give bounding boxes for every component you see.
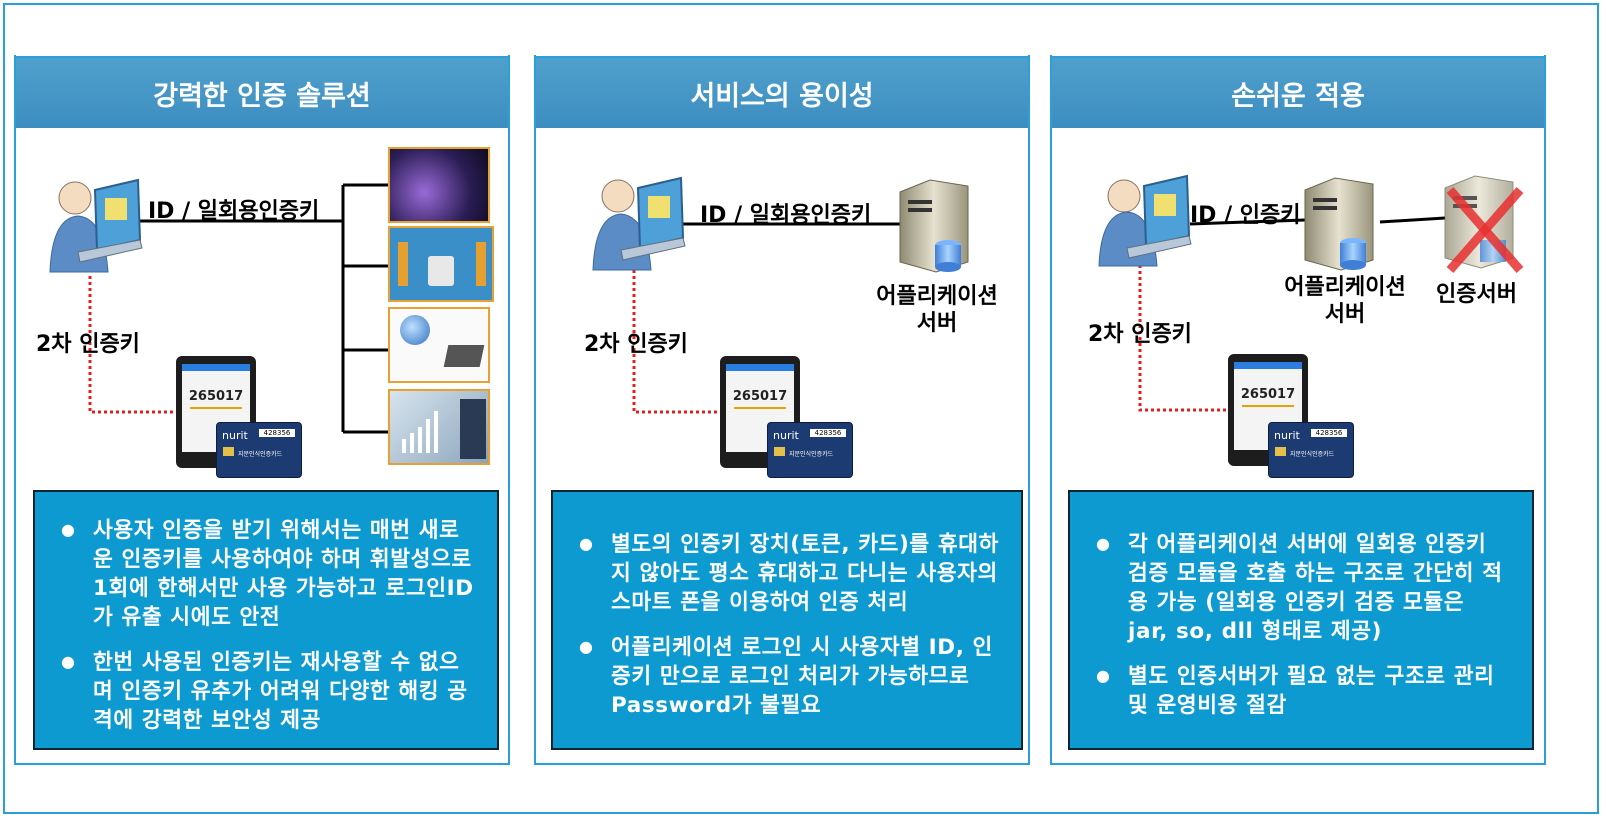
panel-2-server-label-line-2: 서버 [916, 311, 958, 336]
panel-1-bullet-2: 한번 사용된 인증키는 재사용할 수 없으며 인증키 유추가 어려워 다양한 해… [61, 647, 477, 735]
panel-3-info-box: 각 어플리케이션 서버에 일회용 인증키 검증 모듈을 호출 하는 구조로 간단… [1068, 490, 1534, 750]
panel-3-title: 손쉬운 적용 [1052, 56, 1544, 128]
panel-2-side-label: 2차 인증키 [584, 332, 688, 357]
panel-3-bullet-2: 별도 인증서버가 필요 없는 구조로 관리 및 운영비용 절감 [1096, 661, 1512, 720]
otp-code-2: 265017 [732, 389, 788, 404]
panel-2-bullet-2: 어플리케이션 로그인 시 사용자별 ID, 인증키 만으로 로그인 처리가 가능… [579, 632, 1001, 720]
server-icon-panel-3 [1304, 177, 1374, 271]
panel-2-bullet-1: 별도의 인증키 장치(토큰, 카드)를 휴대하지 않아도 평소 휴대하고 다니는… [579, 529, 1001, 617]
auth-card-icon-1: nurit 428356 지문인식인증카드 [216, 422, 302, 478]
game-image [388, 147, 490, 223]
panel-3-server-label-line-1: 어플리케이션 [1284, 275, 1406, 300]
card-number-2: 428356 [810, 429, 846, 437]
panel-2-server-label-line-1: 어플리케이션 [876, 284, 998, 309]
online-shopping-image [388, 226, 494, 302]
user-laptop-icon-3 [1098, 174, 1192, 267]
user-laptop-icon-1 [49, 178, 143, 273]
card-text-1: 지문인식인증카드 [238, 451, 283, 458]
panel-2-title: 서비스의 용이성 [536, 56, 1028, 128]
panel-frame-1 [14, 55, 510, 765]
panel-1-title: 강력한 인증 솔루션 [16, 56, 508, 128]
card-brand-1: nurit [222, 429, 248, 442]
panel-3-side-label: 2차 인증키 [1088, 322, 1192, 347]
user-laptop-icon-2 [592, 176, 686, 271]
card-number-1: 428356 [259, 429, 295, 437]
internet-globe-image [388, 307, 490, 383]
auth-server-label: 인증서버 [1436, 282, 1517, 307]
panel-3-server-label-line-2: 서버 [1324, 302, 1366, 327]
panel-frame-3 [1050, 55, 1546, 765]
auth-card-icon-2: nurit 428356 지문인식인증카드 [767, 422, 853, 478]
outer-frame [3, 3, 1599, 814]
otp-code-3: 265017 [1240, 387, 1296, 402]
panel-1-bullet-1: 사용자 인증을 받기 위해서는 매번 새로운 인증키를 사용하여야 하며 휘발성… [61, 515, 477, 632]
panel-2-server-label: 어플리케이션 서버 [862, 283, 1012, 337]
server-icon-panel-2 [899, 179, 969, 273]
card-brand-3: nurit [1274, 429, 1300, 442]
banking-chart-image [388, 389, 490, 465]
panel-2-info-box: 별도의 인증키 장치(토큰, 카드)를 휴대하지 않아도 평소 휴대하고 다니는… [551, 490, 1023, 750]
card-text-2: 지문인식인증카드 [789, 451, 834, 458]
auth-card-icon-3: nurit 428356 지문인식인증카드 [1268, 422, 1354, 478]
panel-1-info-box: 사용자 인증을 받기 위해서는 매번 새로운 인증키를 사용하여야 하며 휘발성… [33, 490, 499, 750]
panel-3-top-label: ID / 인증키 [1190, 203, 1301, 228]
panel-3-bullet-1: 각 어플리케이션 서버에 일회용 인증키 검증 모듈을 호출 하는 구조로 간단… [1096, 529, 1512, 646]
card-text-3: 지문인식인증카드 [1290, 451, 1335, 458]
panel-frame-2 [534, 55, 1030, 765]
panel-1-top-label: ID / 일회용인증키 [148, 199, 320, 224]
otp-code-1: 265017 [188, 389, 244, 404]
auth-server-crossed-icon [1444, 175, 1524, 273]
panel-3-server-label: 어플리케이션 서버 [1270, 274, 1420, 328]
panel-2-top-label: ID / 일회용인증키 [700, 203, 872, 228]
card-brand-2: nurit [773, 429, 799, 442]
panel-1-side-label: 2차 인증키 [36, 332, 140, 357]
card-number-3: 428356 [1311, 429, 1347, 437]
